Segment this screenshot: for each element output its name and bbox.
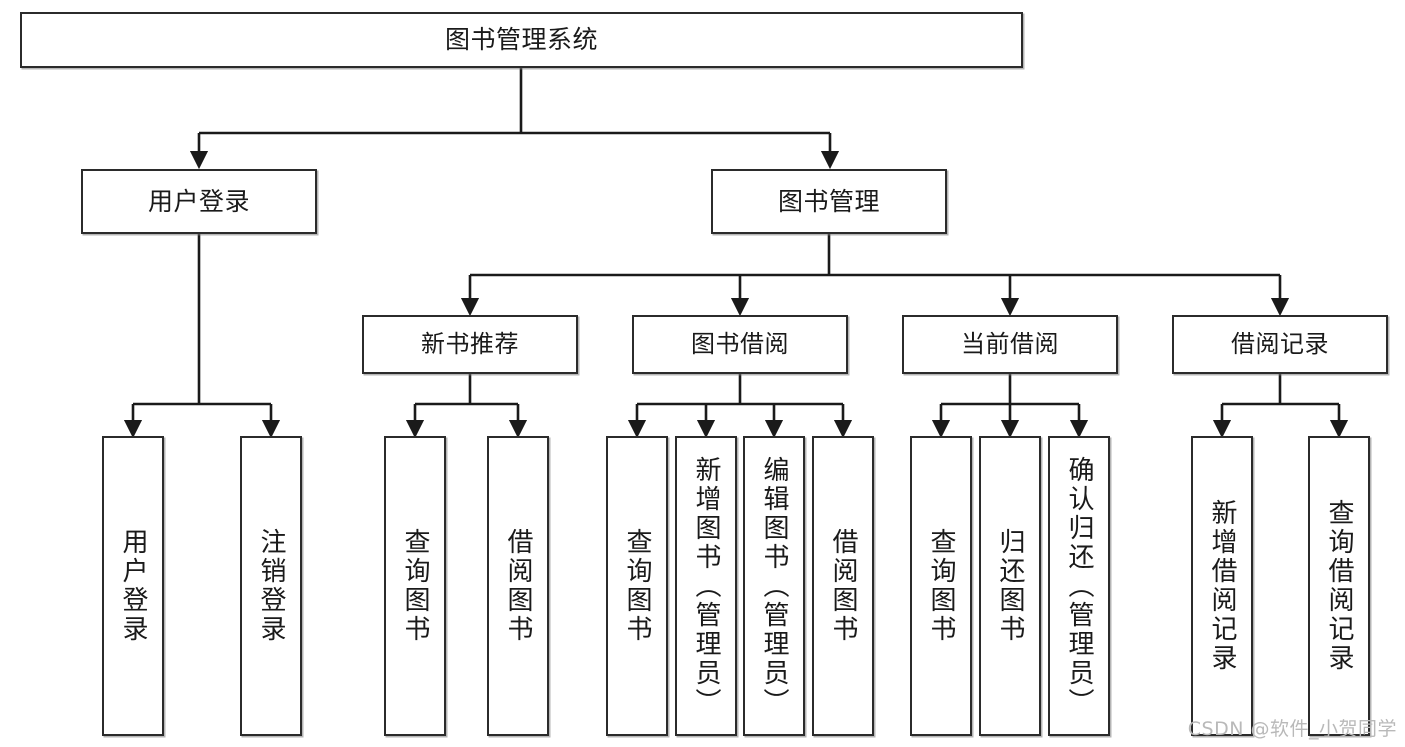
node-leaf-user-login[interactable]: 用户登录 xyxy=(102,436,164,736)
node-leaf-query-record-label: 查询借阅记录 xyxy=(1324,499,1354,673)
node-book-borrow[interactable]: 图书借阅 xyxy=(632,315,848,374)
node-leaf-query-book-2-label: 查询图书 xyxy=(622,528,652,644)
node-leaf-borrow-book-2[interactable]: 借阅图书 xyxy=(812,436,874,736)
node-book-borrow-label: 图书借阅 xyxy=(691,330,789,359)
node-user-login-label: 用户登录 xyxy=(147,186,250,216)
node-leaf-logout-login-label: 注销登录 xyxy=(256,528,286,644)
node-leaf-query-book-3[interactable]: 查询图书 xyxy=(910,436,972,736)
node-leaf-edit-book-label: 编辑图书（管理员） xyxy=(759,455,789,717)
node-leaf-borrow-book-2-label: 借阅图书 xyxy=(828,528,858,644)
node-borrow-record[interactable]: 借阅记录 xyxy=(1172,315,1388,374)
node-leaf-query-book-2[interactable]: 查询图书 xyxy=(606,436,668,736)
node-leaf-return-book[interactable]: 归还图书 xyxy=(979,436,1041,736)
watermark-text: CSDN @软件_小贺同学 xyxy=(1187,718,1397,740)
node-book-manage-label: 图书管理 xyxy=(777,186,880,216)
node-root-label: 图书管理系统 xyxy=(444,25,598,54)
node-user-login[interactable]: 用户登录 xyxy=(81,169,317,234)
node-current-borrow-label: 当前借阅 xyxy=(961,330,1059,359)
node-leaf-confirm-return[interactable]: 确认归还（管理员） xyxy=(1048,436,1110,736)
node-leaf-borrow-book-1-label: 借阅图书 xyxy=(503,528,533,644)
node-new-book-rec[interactable]: 新书推荐 xyxy=(362,315,578,374)
node-leaf-query-record[interactable]: 查询借阅记录 xyxy=(1308,436,1370,736)
node-root[interactable]: 图书管理系统 xyxy=(20,12,1023,68)
node-leaf-borrow-book-1[interactable]: 借阅图书 xyxy=(487,436,549,736)
node-leaf-return-book-label: 归还图书 xyxy=(995,528,1025,644)
node-leaf-query-book-1[interactable]: 查询图书 xyxy=(384,436,446,736)
node-leaf-add-record[interactable]: 新增借阅记录 xyxy=(1191,436,1253,736)
node-leaf-query-book-1-label: 查询图书 xyxy=(400,528,430,644)
node-leaf-logout-login[interactable]: 注销登录 xyxy=(240,436,302,736)
node-leaf-confirm-return-label: 确认归还（管理员） xyxy=(1064,455,1094,717)
node-new-book-rec-label: 新书推荐 xyxy=(421,330,519,359)
node-leaf-query-book-3-label: 查询图书 xyxy=(926,528,956,644)
node-leaf-edit-book[interactable]: 编辑图书（管理员） xyxy=(743,436,805,736)
node-current-borrow[interactable]: 当前借阅 xyxy=(902,315,1118,374)
node-leaf-add-book-label: 新增图书（管理员） xyxy=(691,455,721,717)
node-leaf-add-book[interactable]: 新增图书（管理员） xyxy=(675,436,737,736)
node-book-manage[interactable]: 图书管理 xyxy=(711,169,947,234)
node-borrow-record-label: 借阅记录 xyxy=(1231,330,1329,359)
node-leaf-add-record-label: 新增借阅记录 xyxy=(1207,499,1237,673)
node-leaf-user-login-label: 用户登录 xyxy=(118,528,148,644)
